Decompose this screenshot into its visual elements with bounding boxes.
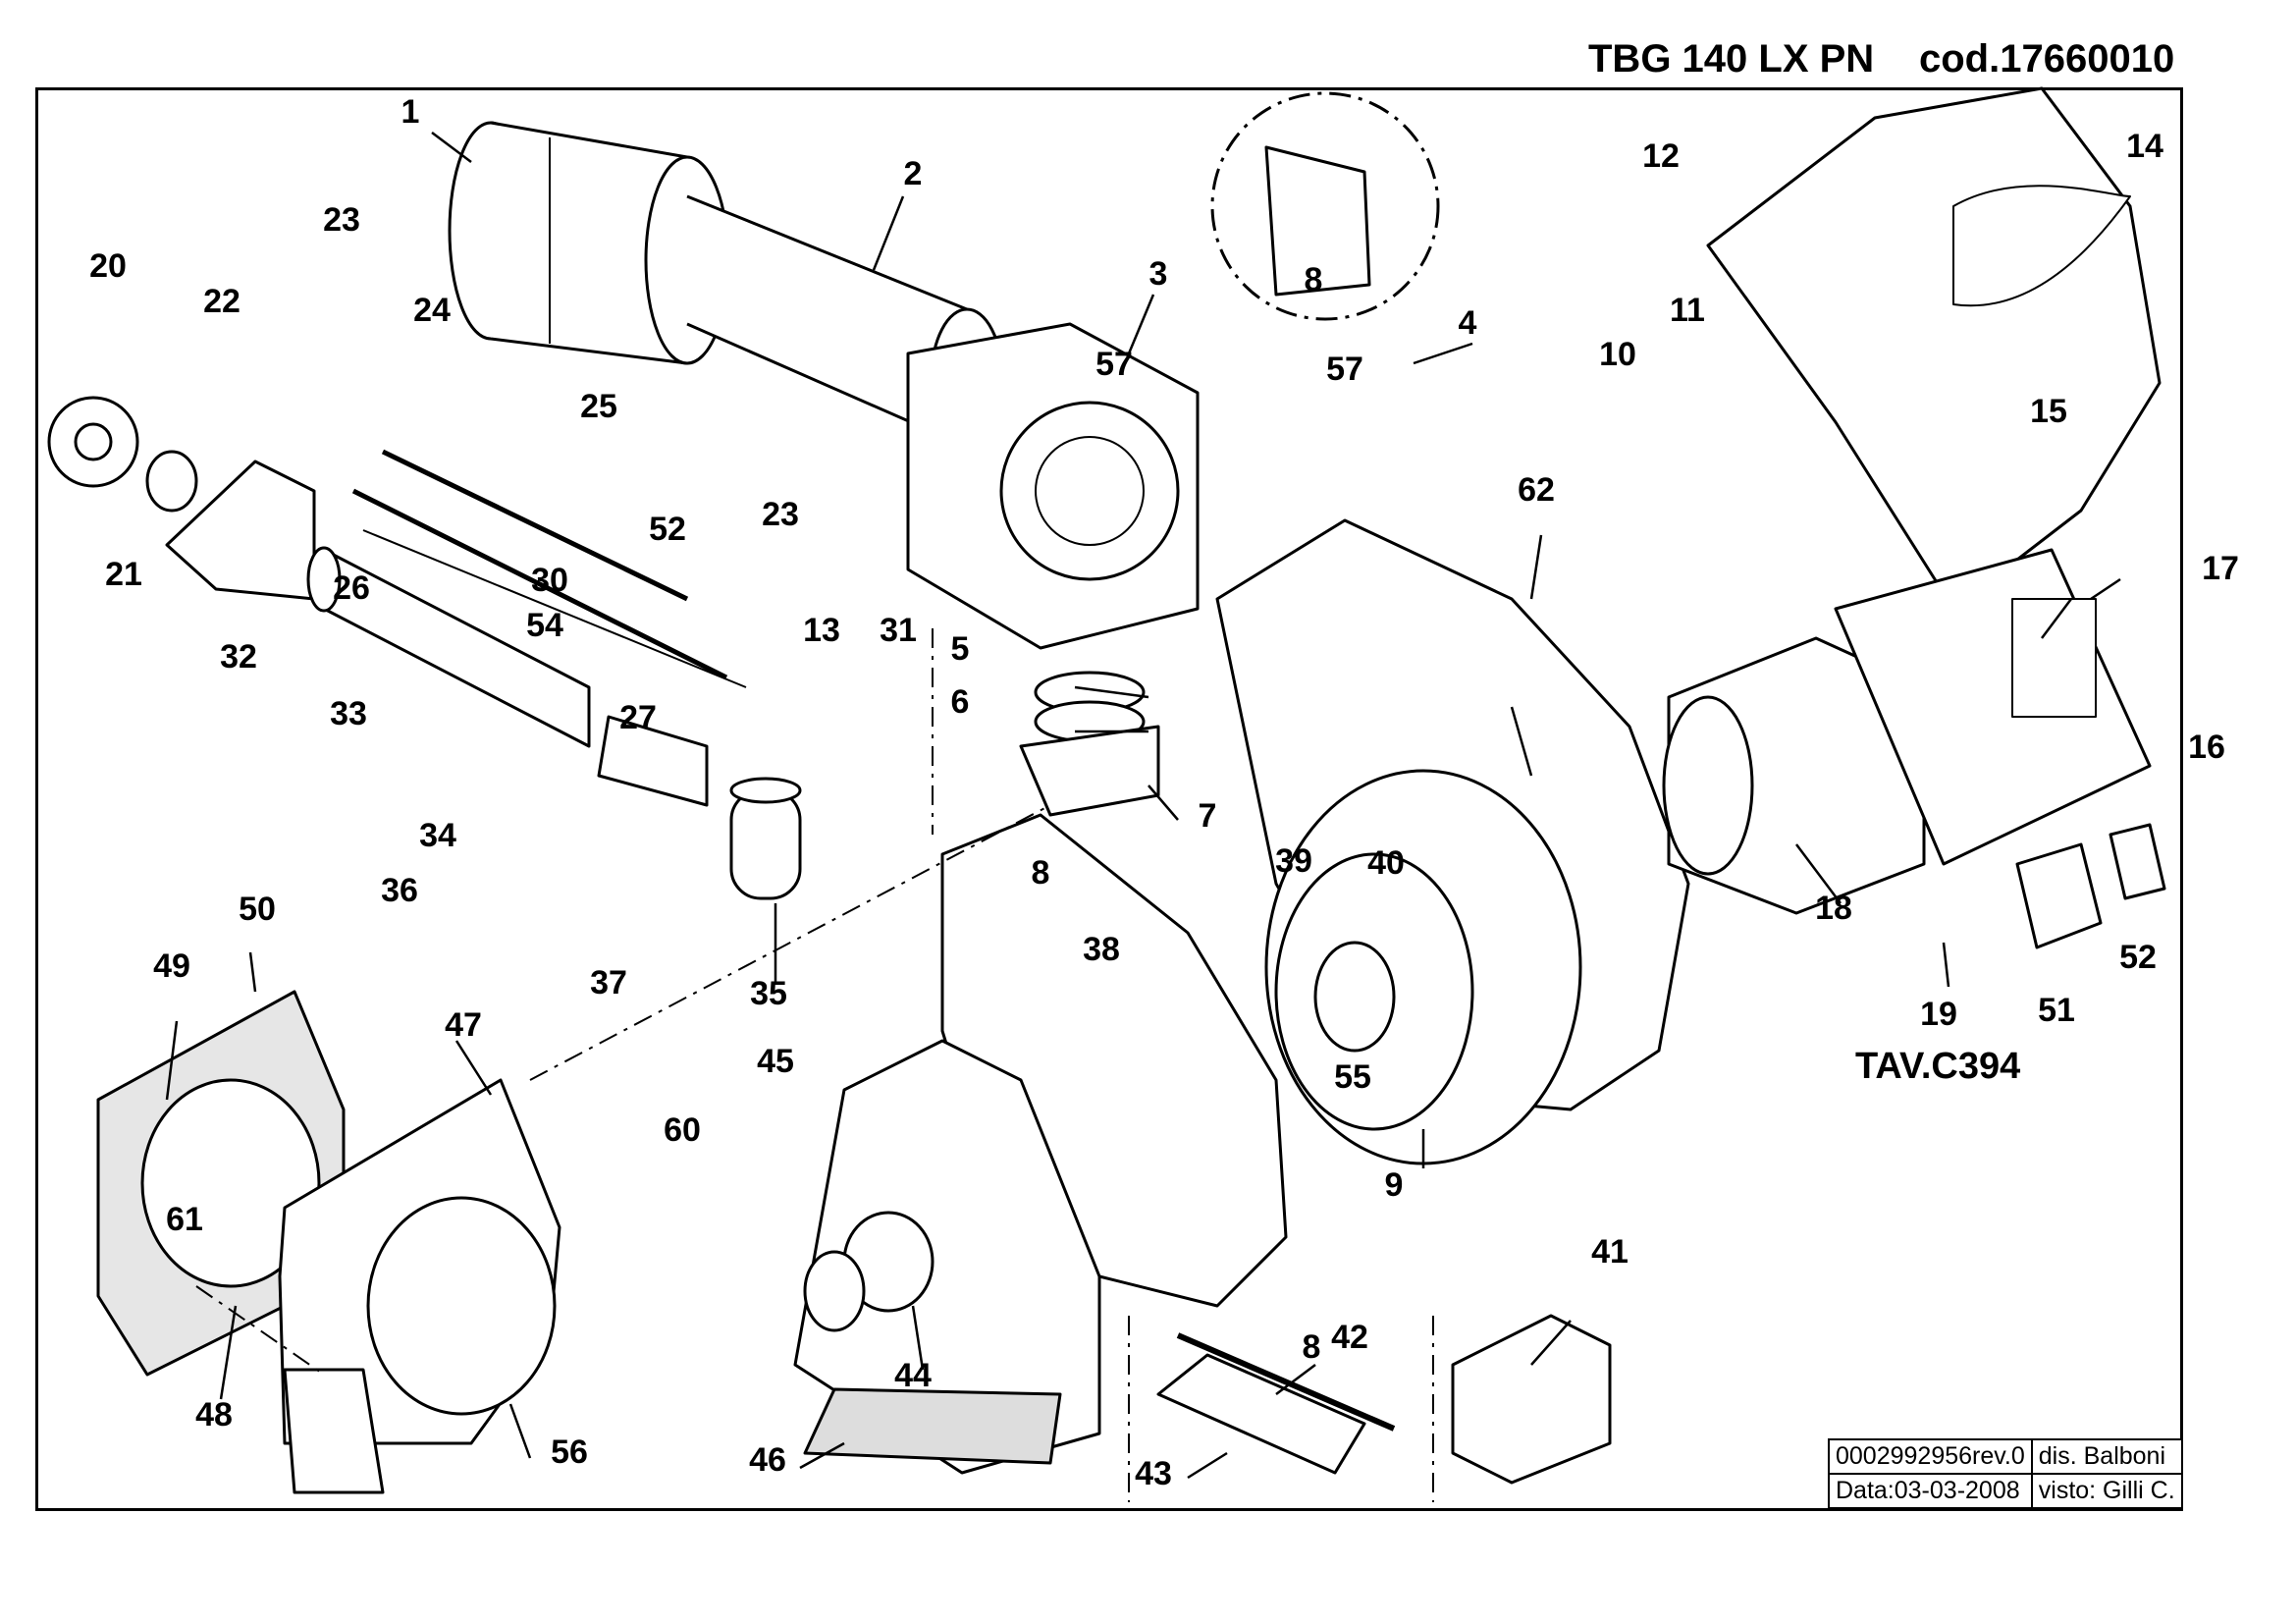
callout-36: 36 bbox=[381, 872, 418, 909]
callout-60: 60 bbox=[664, 1111, 701, 1149]
plate-number: TAV.C394 bbox=[1855, 1046, 2020, 1087]
head-flange bbox=[906, 322, 1200, 650]
callout-40: 40 bbox=[1367, 844, 1405, 882]
callout-16: 16 bbox=[2188, 729, 2225, 766]
callout-6: 6 bbox=[951, 683, 970, 721]
callout-13: 13 bbox=[803, 612, 840, 649]
callout-8: 8 bbox=[1032, 854, 1050, 892]
drawing-code: cod.17660010 bbox=[1919, 37, 2175, 81]
parts-illustration bbox=[47, 86, 2166, 1494]
servomotor bbox=[1451, 1314, 1612, 1485]
callout-7: 7 bbox=[1199, 797, 1217, 835]
callout-41: 41 bbox=[1591, 1233, 1629, 1271]
callout-8: 8 bbox=[1305, 261, 1323, 298]
callout-32: 32 bbox=[220, 638, 257, 676]
callout-39: 39 bbox=[1275, 842, 1312, 880]
callout-11: 11 bbox=[1670, 292, 1705, 329]
callout-35: 35 bbox=[750, 975, 787, 1012]
callout-19: 19 bbox=[1920, 996, 1957, 1033]
callout-1: 1 bbox=[401, 93, 420, 131]
callout-44: 44 bbox=[894, 1357, 932, 1394]
callout-30: 30 bbox=[531, 562, 568, 599]
callout-52: 52 bbox=[649, 511, 686, 548]
callout-42: 42 bbox=[1331, 1319, 1368, 1356]
drawing-title: TBG 140 LX PN bbox=[1588, 37, 1875, 81]
callout-45: 45 bbox=[757, 1043, 794, 1080]
callout-labels: 1234567888910111213141516171819202122232… bbox=[89, 93, 2239, 1492]
motor bbox=[1662, 636, 1926, 915]
callout-34: 34 bbox=[419, 817, 456, 854]
callout-15: 15 bbox=[2030, 393, 2067, 430]
callout-37: 37 bbox=[590, 964, 627, 1001]
callout-4: 4 bbox=[1459, 304, 1477, 342]
callout-22: 22 bbox=[203, 283, 240, 320]
sound-grille bbox=[803, 1387, 1062, 1465]
title-block: 0002992956rev.0 dis. Balboni Data:03-03-… bbox=[1828, 1438, 2183, 1509]
callout-47: 47 bbox=[445, 1006, 482, 1044]
electrode-assembly bbox=[306, 449, 747, 807]
diffuser-parts bbox=[47, 396, 316, 601]
callout-14: 14 bbox=[2126, 128, 2163, 165]
cover bbox=[1706, 86, 2162, 611]
callout-46: 46 bbox=[749, 1441, 786, 1479]
callout-43: 43 bbox=[1135, 1455, 1172, 1492]
detail-inset bbox=[1210, 91, 1440, 321]
callout-8: 8 bbox=[1303, 1328, 1321, 1366]
callout-18: 18 bbox=[1815, 890, 1852, 927]
callout-31: 31 bbox=[880, 612, 917, 649]
callout-48: 48 bbox=[195, 1396, 233, 1434]
drawn-by: dis. Balboni bbox=[2030, 1438, 2183, 1475]
callout-54: 54 bbox=[526, 607, 563, 644]
callout-17: 17 bbox=[2202, 550, 2239, 587]
callout-2: 2 bbox=[904, 155, 923, 192]
air-intake-cover bbox=[793, 1039, 1101, 1475]
callout-20: 20 bbox=[89, 247, 127, 285]
damper-plate bbox=[1156, 1332, 1396, 1475]
mounting-flange bbox=[278, 1078, 561, 1494]
callout-23: 23 bbox=[323, 201, 360, 239]
valve-gaskets bbox=[1019, 671, 1160, 817]
callout-25: 25 bbox=[580, 388, 617, 425]
callout-57: 57 bbox=[1095, 346, 1133, 383]
callout-24: 24 bbox=[413, 292, 451, 329]
control-board bbox=[1834, 548, 2152, 866]
callout-61: 61 bbox=[166, 1201, 203, 1238]
callout-49: 49 bbox=[153, 947, 190, 985]
callout-52: 52 bbox=[2119, 939, 2157, 976]
callout-3: 3 bbox=[1149, 255, 1168, 293]
callout-38: 38 bbox=[1083, 931, 1120, 968]
callout-10: 10 bbox=[1599, 336, 1636, 373]
callout-33: 33 bbox=[330, 695, 367, 732]
callout-21: 21 bbox=[105, 556, 142, 593]
callout-12: 12 bbox=[1642, 137, 1680, 175]
fan-wheel bbox=[1264, 769, 1582, 1165]
solenoid-coil bbox=[729, 777, 802, 900]
callout-23: 23 bbox=[762, 496, 799, 533]
callout-62: 62 bbox=[1518, 471, 1555, 509]
callout-56: 56 bbox=[551, 1434, 588, 1471]
callout-26: 26 bbox=[333, 569, 370, 607]
callout-51: 51 bbox=[2038, 992, 2075, 1029]
drawing-frame bbox=[35, 87, 2183, 1511]
dashed-assembly-lines bbox=[195, 628, 1434, 1502]
drawing-date: Data:03-03-2008 bbox=[1828, 1473, 2033, 1509]
callout-50: 50 bbox=[239, 891, 276, 928]
callout-9: 9 bbox=[1385, 1166, 1404, 1204]
callout-5: 5 bbox=[951, 630, 970, 668]
callout-57: 57 bbox=[1326, 351, 1363, 388]
callout-55: 55 bbox=[1334, 1058, 1371, 1096]
callout-27: 27 bbox=[619, 699, 657, 736]
leader-lines bbox=[165, 132, 2121, 1480]
checked-by: visto: Gilli C. bbox=[2030, 1473, 2183, 1509]
plugs bbox=[2015, 823, 2166, 949]
doc-revision: 0002992956rev.0 bbox=[1828, 1438, 2033, 1475]
